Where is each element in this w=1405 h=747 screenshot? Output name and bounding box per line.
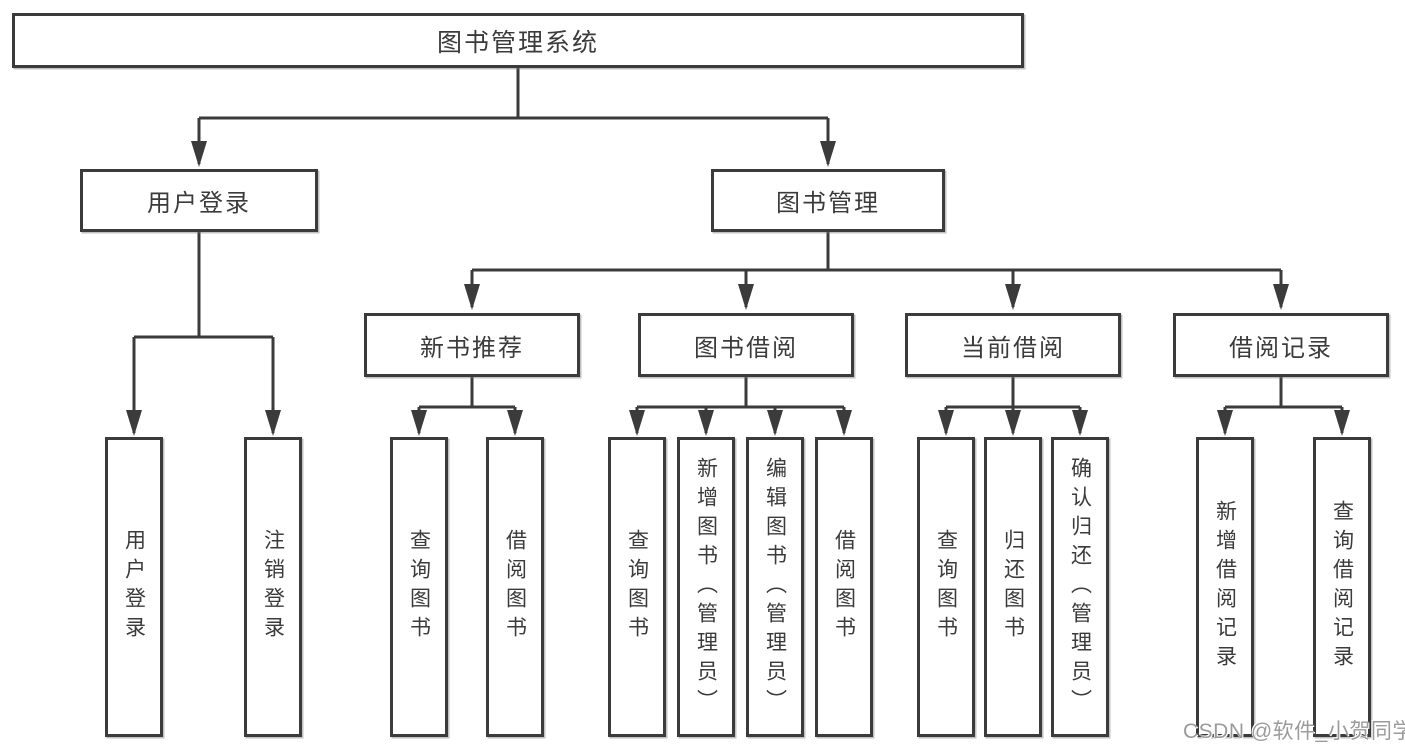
leaf-add-book-admin: 新增图书（管理员） <box>677 437 735 737</box>
node-label: 编辑图书（管理员） <box>763 456 787 718</box>
leaf-edit-book-admin: 编辑图书（管理员） <box>746 437 804 737</box>
connector-user-login <box>132 232 275 433</box>
arrow-icon <box>464 284 480 310</box>
arrow-icon <box>836 410 852 436</box>
leaf-query-books-borrow: 查询图书 <box>608 437 666 737</box>
node-label: 归还图书 <box>1001 529 1025 645</box>
node-label: 查询图书 <box>407 529 431 645</box>
node-label: 查询借阅记录 <box>1330 500 1354 674</box>
node-label: 图书管理 <box>776 190 880 217</box>
arrow-icon <box>1334 410 1350 436</box>
arrow-icon <box>1217 410 1233 436</box>
node-label: 用户登录 <box>122 529 146 645</box>
node-label: 注销登录 <box>261 529 285 645</box>
connector-book-management <box>470 232 1283 307</box>
leaf-return-book: 归还图书 <box>984 437 1042 737</box>
connector-book-borrow <box>635 377 846 433</box>
node-book-borrow: 图书借阅 <box>638 313 854 377</box>
arrow-icon <box>507 410 523 436</box>
node-label: 图书借阅 <box>694 334 798 362</box>
node-book-management: 图书管理 <box>711 169 945 232</box>
node-label: 确认归还（管理员） <box>1068 456 1092 718</box>
arrow-icon <box>938 410 954 436</box>
leaf-borrow-books: 借阅图书 <box>815 437 873 737</box>
node-library-management-system: 图书管理系统 <box>12 13 1024 68</box>
arrow-icon <box>1273 284 1289 310</box>
node-label: 当前借阅 <box>961 334 1065 362</box>
arrow-icon <box>1072 410 1088 436</box>
arrow-icon <box>126 410 142 436</box>
leaf-user-login: 用户登录 <box>105 437 163 737</box>
connector-root <box>197 68 830 164</box>
arrow-icon <box>738 284 754 310</box>
node-current-borrow: 当前借阅 <box>905 313 1121 377</box>
node-label: 新书推荐 <box>420 334 524 362</box>
node-borrow-records: 借阅记录 <box>1173 313 1389 377</box>
leaf-query-borrow-record: 查询借阅记录 <box>1313 437 1371 737</box>
node-label: 图书管理系统 <box>436 28 599 57</box>
arrow-icon <box>629 410 645 436</box>
arrow-icon <box>1005 410 1021 436</box>
node-label: 新增图书（管理员） <box>694 456 718 718</box>
leaf-query-books-current: 查询图书 <box>917 437 975 737</box>
arrow-icon <box>698 410 714 436</box>
connector-borrow-records <box>1223 377 1344 433</box>
leaf-add-borrow-record: 新增借阅记录 <box>1196 437 1254 737</box>
arrow-icon <box>820 141 836 167</box>
leaf-logout: 注销登录 <box>244 437 302 737</box>
node-label: 借阅图书 <box>832 529 856 645</box>
node-label: 查询图书 <box>625 529 649 645</box>
node-label: 借阅图书 <box>503 529 527 645</box>
node-label: 用户登录 <box>147 190 251 217</box>
leaf-query-books-recommend: 查询图书 <box>390 437 448 737</box>
node-label: 借阅记录 <box>1229 334 1333 362</box>
connector-new-book <box>417 377 517 433</box>
node-label: 新增借阅记录 <box>1213 500 1237 674</box>
watermark: CSDN @软件_小贺同学 <box>1183 720 1405 743</box>
arrow-icon <box>191 141 207 167</box>
arrow-icon <box>411 410 427 436</box>
node-label: 查询图书 <box>934 529 958 645</box>
node-new-book-recommend: 新书推荐 <box>364 313 580 377</box>
arrow-icon <box>265 410 281 436</box>
arrow-icon <box>1005 284 1021 310</box>
arrowheads <box>126 141 1350 436</box>
arrow-icon <box>767 410 783 436</box>
node-user-login: 用户登录 <box>80 169 318 232</box>
leaf-confirm-return-admin: 确认归还（管理员） <box>1051 437 1109 737</box>
leaf-borrow-books-recommend: 借阅图书 <box>486 437 544 737</box>
